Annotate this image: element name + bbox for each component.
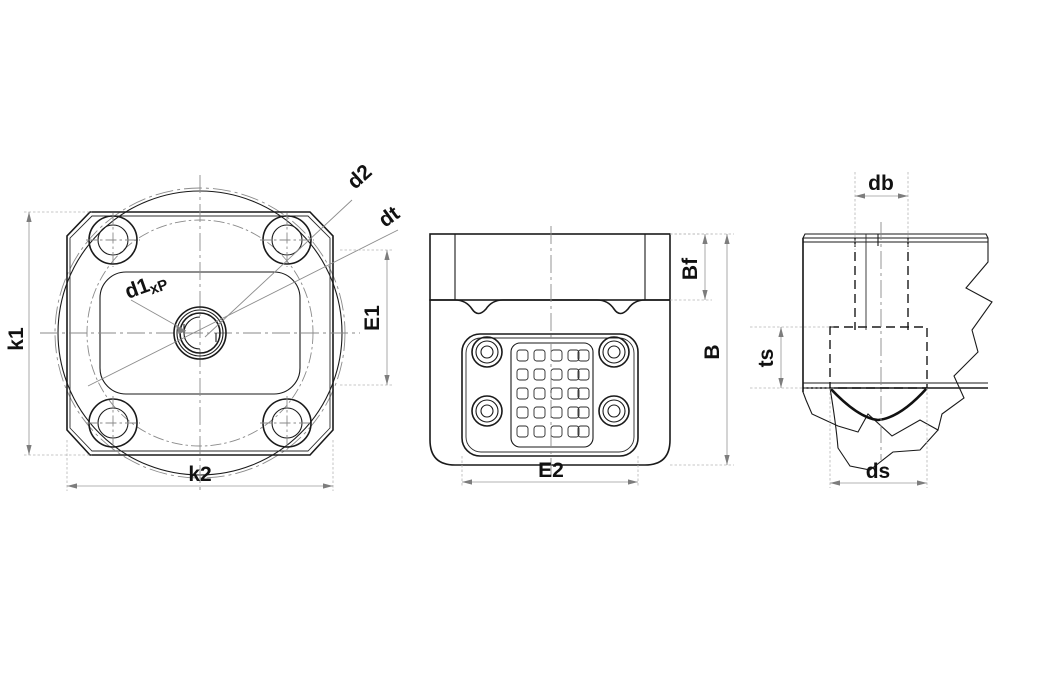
dimension-B: B bbox=[670, 233, 734, 466]
saddle-contour bbox=[829, 387, 939, 471]
dimension-label-k1: k1 bbox=[5, 327, 28, 351]
leader-d1 bbox=[130, 299, 187, 332]
flange-plate-inner-edge bbox=[69, 215, 331, 452]
grid-hole bbox=[567, 406, 580, 419]
grid-hole bbox=[516, 425, 529, 438]
bolt-hole-bottom-right bbox=[260, 396, 314, 450]
lower-body-outline bbox=[429, 299, 671, 466]
bolt-hole-top-right bbox=[260, 213, 314, 267]
grid-hole bbox=[567, 349, 580, 362]
socket-screw-bottom-left bbox=[471, 395, 503, 427]
socket-screw-top-right bbox=[598, 336, 630, 368]
grid-hole bbox=[533, 425, 546, 438]
grid-hole bbox=[533, 368, 546, 381]
leader-d1-arrow bbox=[176, 326, 186, 334]
grid-hole bbox=[577, 425, 590, 438]
dimension-k1: k1 bbox=[5, 211, 92, 456]
grid-row-3 bbox=[516, 387, 590, 400]
dimension-E2: E2 bbox=[461, 456, 639, 487]
side-body-with-break bbox=[802, 233, 993, 437]
bolt-hole-top-left bbox=[86, 213, 140, 267]
screw-head-outer bbox=[598, 395, 630, 427]
grid-hole bbox=[577, 349, 590, 362]
dimension-label-B: B bbox=[701, 344, 724, 359]
socket-screw-bottom-right bbox=[598, 395, 630, 427]
hidden-stem-outline bbox=[829, 326, 928, 389]
grid-hole bbox=[577, 406, 590, 419]
leader-dt bbox=[87, 229, 399, 387]
saddle-heavy-curve bbox=[829, 387, 928, 422]
bore-ring-circle bbox=[176, 309, 224, 357]
leader-d2 bbox=[204, 199, 353, 338]
grid-hole bbox=[533, 406, 546, 419]
screw-head-outer bbox=[598, 336, 630, 368]
screw-head-inner bbox=[602, 399, 626, 423]
dimension-label-db: db bbox=[868, 172, 894, 195]
dimension-db: db bbox=[854, 172, 909, 250]
grid-hole bbox=[567, 368, 580, 381]
dimension-label-ts: ts bbox=[755, 349, 778, 368]
screw-head-inner bbox=[602, 340, 626, 364]
screw-head-outer bbox=[471, 336, 503, 368]
dimension-k2: k2 bbox=[66, 440, 334, 491]
screw-head-outer bbox=[471, 395, 503, 427]
grid-hole bbox=[516, 349, 529, 362]
dimension-label-E1: E1 bbox=[361, 305, 384, 331]
side-view: db ts ds bbox=[750, 172, 993, 488]
screw-socket bbox=[607, 404, 621, 418]
grid-hole bbox=[516, 368, 529, 381]
screw-socket bbox=[607, 345, 621, 359]
grid-hole bbox=[567, 387, 580, 400]
grid-row-4 bbox=[516, 406, 590, 419]
screw-head-inner bbox=[475, 340, 499, 364]
dimension-label-d1-suffix: xP bbox=[147, 276, 170, 298]
screw-head-inner bbox=[475, 399, 499, 423]
dimension-ts: ts bbox=[750, 326, 834, 389]
dimension-E1: E1 bbox=[340, 249, 394, 386]
mounting-pad-inner-edge bbox=[465, 337, 635, 453]
dimension-label-ds: ds bbox=[866, 460, 891, 483]
grid-hole bbox=[577, 387, 590, 400]
screw-socket bbox=[480, 404, 494, 418]
flange-plate-outline bbox=[66, 211, 334, 456]
dimension-label-E2: E2 bbox=[538, 459, 564, 482]
grid-hole bbox=[567, 425, 580, 438]
grid-row-1 bbox=[516, 349, 590, 362]
mounting-pad-outline bbox=[461, 333, 639, 457]
dimension-label-Bf: Bf bbox=[679, 257, 702, 280]
grid-hole bbox=[533, 387, 546, 400]
bolt-hole-bottom-left bbox=[86, 396, 140, 450]
grid-hole bbox=[533, 349, 546, 362]
dimension-label-k2: k2 bbox=[188, 463, 211, 486]
grid-hole bbox=[516, 406, 529, 419]
dimension-ds: ds bbox=[829, 388, 928, 488]
grid-hole bbox=[516, 387, 529, 400]
socket-screw-top-left bbox=[471, 336, 503, 368]
grid-hole bbox=[577, 368, 590, 381]
bore-outer-circle bbox=[173, 306, 227, 360]
grid-row-5 bbox=[516, 425, 590, 438]
grid-panel-outline bbox=[510, 342, 594, 448]
front-view: Bf B E2 bbox=[429, 226, 734, 487]
screw-socket bbox=[480, 345, 494, 359]
grid-hole-array bbox=[516, 349, 590, 438]
